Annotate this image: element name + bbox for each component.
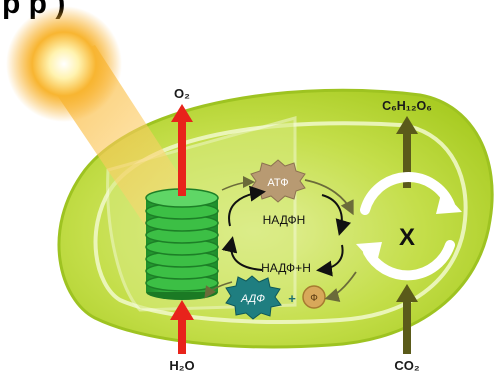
phosphate-label: Ф [310,293,318,304]
glucose-arrow [396,116,418,188]
h2o-label: H₂O [169,358,194,373]
energy-arrows [204,176,357,302]
co2-label: CO₂ [394,358,420,373]
co2-arrow [396,284,418,354]
nadph-arrows [221,185,352,277]
nadph-label: НАДФН [263,213,306,227]
o2-arrow [171,104,193,196]
calvin-cycle [356,172,462,281]
adp-label: АДФ [240,293,265,305]
grana-stack [145,188,219,300]
nadp-h-label: НАДФ+Н [261,261,311,275]
cycle-x-label: X [399,224,415,251]
atp-label: АТФ [267,177,288,189]
o2-label: O₂ [174,86,190,101]
sun-icon [6,6,122,122]
adp-star [225,275,282,320]
h2o-arrow [170,300,194,354]
glucose-label: C₆H₁₂O₆ [382,99,432,113]
plus-sign: + [288,291,296,306]
